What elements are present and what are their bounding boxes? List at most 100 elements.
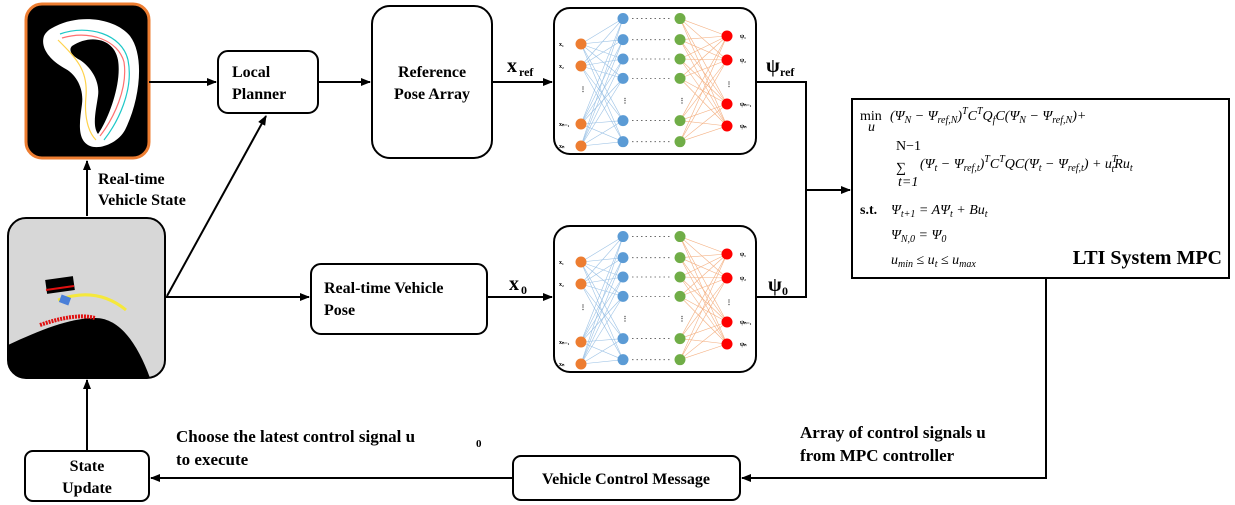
nn-edge-input (580, 120, 624, 125)
vehicle-pose-label-line1: Real-time Vehicle (324, 280, 444, 297)
nn-input-node (575, 60, 587, 72)
nn-hidden-node (674, 13, 686, 25)
nn-edge-output (679, 277, 728, 360)
nn-edge-output (679, 253, 728, 278)
nn-edge-input (580, 123, 624, 142)
nn-edge-output (679, 35, 728, 121)
nn-edge-output (679, 257, 728, 279)
nn-edge-output (679, 58, 728, 61)
local-planner-label-line1: Local (232, 64, 271, 81)
nn-edge-input (580, 120, 624, 147)
nn-edge-input (580, 236, 624, 343)
reference-pose-array-block: Reference Pose Array (371, 5, 493, 159)
nn-edge-output (679, 321, 728, 360)
nn-input-label: x₁ (559, 260, 564, 266)
nn-edge-output (679, 58, 728, 105)
nn-edge-input (580, 65, 624, 79)
nn-edge-output (679, 253, 728, 339)
nn-edge-input (580, 39, 624, 147)
nn-output-node (721, 316, 733, 328)
nn-hidden-node (617, 13, 629, 25)
nn-edge-output (679, 338, 728, 345)
mpc-constraint-dynamics: Ψt+1 = AΨt + But (891, 203, 988, 220)
nn-input-label: x₂ (559, 282, 564, 288)
nn-hidden-vdots: ⋮ (679, 97, 685, 104)
choose-signal-label-subscript: 0 (476, 438, 482, 450)
nn-hidden-node (674, 290, 686, 302)
nn-edge-output (679, 39, 728, 127)
nn-edge-output (679, 296, 728, 345)
nn-input-node (575, 256, 587, 268)
nn-input-node (575, 118, 587, 130)
nn-edge-input (580, 341, 624, 360)
vehicle-simulation-image (7, 217, 166, 379)
nn-output-label: ψₙ (740, 342, 747, 348)
nn-edge-input (580, 338, 624, 343)
nn-edge-output (679, 59, 728, 79)
nn-edge-output (679, 35, 728, 142)
nn-edge-output (679, 120, 728, 127)
state-update-label-line2: Update (62, 480, 112, 497)
nn-edge-output (679, 78, 728, 105)
nn-edge-input (580, 58, 624, 125)
svg-text:ref: ref (780, 65, 795, 79)
nn-input-label: xₙ₋₁ (559, 122, 570, 128)
nn-edge-input (580, 78, 624, 125)
nn-edge-output (679, 18, 728, 105)
nn-hidden-node (617, 34, 629, 46)
nn-output-vdots: ⋮ (726, 299, 732, 306)
nn-hidden-node (674, 34, 686, 46)
nn-edge-input (580, 18, 624, 45)
nn-edge-input (580, 276, 624, 365)
nn-edge-input (580, 58, 624, 67)
nn-edge-input (580, 359, 624, 365)
nn-edge-input (580, 283, 624, 297)
nn-output-node (721, 248, 733, 260)
nn-edge-output (679, 277, 728, 297)
nn-hidden-node (617, 53, 629, 65)
nn-output-label: ψ₂ (740, 58, 746, 64)
nn-input-node (575, 336, 587, 348)
nn-edge-output (679, 58, 728, 127)
x-ref-label: x ref (507, 55, 534, 79)
svg-text:ref: ref (519, 65, 534, 79)
local-planner-block: Local Planner (217, 50, 319, 114)
nn-hidden-vdots: ⋮ (679, 315, 685, 322)
mpc-min-subscript: u (868, 120, 875, 135)
connectors (83, 78, 1047, 482)
state-update-label-line1: State (70, 458, 105, 475)
nn-edge-output (679, 321, 728, 339)
nn-hidden-node (617, 333, 629, 345)
psi-ref-label: ψ ref (766, 55, 795, 79)
nn-edge-output (679, 236, 728, 255)
nn-edge-output (679, 35, 728, 60)
nn-edge-output (679, 18, 728, 61)
nn-input-label: xₙ (559, 362, 565, 368)
nn-hidden-node (617, 72, 629, 84)
nn-edge-output (679, 39, 728, 61)
nn-input-node (575, 140, 587, 152)
mpc-sum-symbol: ∑ (896, 161, 906, 176)
realtime-vehicle-state-label-line1: Real-time (98, 171, 165, 188)
nn-input-label: xₙ₋₁ (559, 340, 570, 346)
nn-edge-input (580, 257, 624, 365)
svg-text:ψ: ψ (766, 55, 780, 77)
nn-output-label: ψₙ₋₁ (740, 102, 752, 108)
x-0-label: x 0 (509, 273, 527, 297)
vehicle-pose-label-line2: Pose (324, 302, 355, 319)
choose-signal-label: Choose the latest control signal u 0 to … (176, 427, 482, 469)
nn-edge-input (580, 338, 624, 365)
nn-edge-input (580, 78, 624, 147)
vehicle-control-message-label: Vehicle Control Message (542, 471, 710, 488)
nn-input-node (575, 38, 587, 50)
nn-edge-input (580, 43, 624, 79)
nn-edge-input (580, 296, 624, 343)
nn-hidden-node (674, 72, 686, 84)
svg-text:x: x (509, 273, 519, 295)
nn-output-vdots: ⋮ (726, 81, 732, 88)
nn-edge-input (580, 18, 624, 125)
nn-edge-output (679, 277, 728, 339)
nn-edge-input (580, 141, 624, 147)
